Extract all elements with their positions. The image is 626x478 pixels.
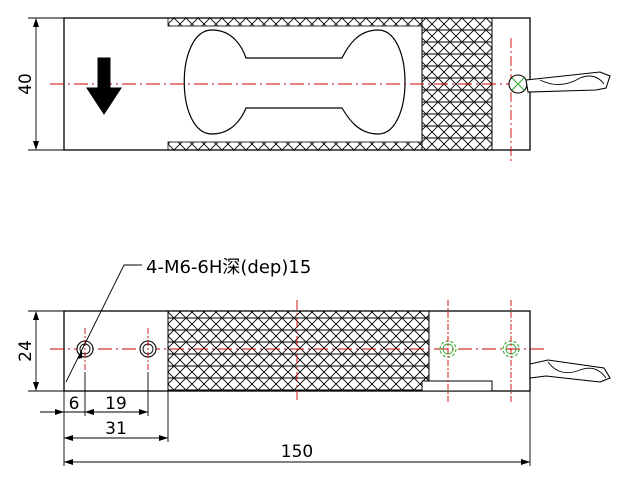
top-knurl-block (421, 17, 493, 151)
dim-24-label: 24 (16, 340, 36, 362)
dim-31-arrow-right (159, 435, 168, 441)
dim-40-arrow-bottom (33, 141, 39, 150)
dim-150-arrow-right (521, 459, 530, 465)
dim-24-arrow-bottom (33, 382, 39, 391)
dim-6-label: 6 (69, 394, 80, 414)
dim-150-arrow-left (64, 459, 73, 465)
front-view: 4-M6-6H深(dep)15 24 6 19 31 150 (16, 257, 611, 466)
dim-6-arrow-left (55, 409, 64, 415)
thread-leader (65, 264, 142, 383)
front-base-step (421, 380, 493, 392)
front-knurl-block (167, 310, 430, 392)
top-cable-twist (539, 75, 605, 85)
top-cable (525, 71, 611, 93)
dim-150-label: 150 (281, 442, 313, 462)
down-arrow-icon (86, 57, 122, 115)
thread-leader-arrow (77, 350, 82, 359)
flexure-cutout (183, 29, 406, 135)
front-cable (529, 359, 611, 383)
front-cable-twist (547, 361, 607, 379)
top-knurl-upper (167, 17, 423, 27)
top-view: 40 (16, 17, 611, 162)
screw-icon (508, 74, 528, 94)
dim-24-arrow-top (33, 311, 39, 320)
dim-31-arrow-left (64, 435, 73, 441)
dim-19-arrow-right (139, 409, 148, 415)
dim-19-arrow-left (85, 409, 94, 415)
dim-31-label: 31 (105, 419, 127, 439)
dim-19-label: 19 (105, 394, 127, 414)
thread-spec-label: 4-M6-6H深(dep)15 (146, 257, 311, 278)
dim-40-arrow-top (33, 18, 39, 27)
dim-40-label: 40 (16, 73, 36, 95)
top-knurl-lower (167, 141, 423, 151)
